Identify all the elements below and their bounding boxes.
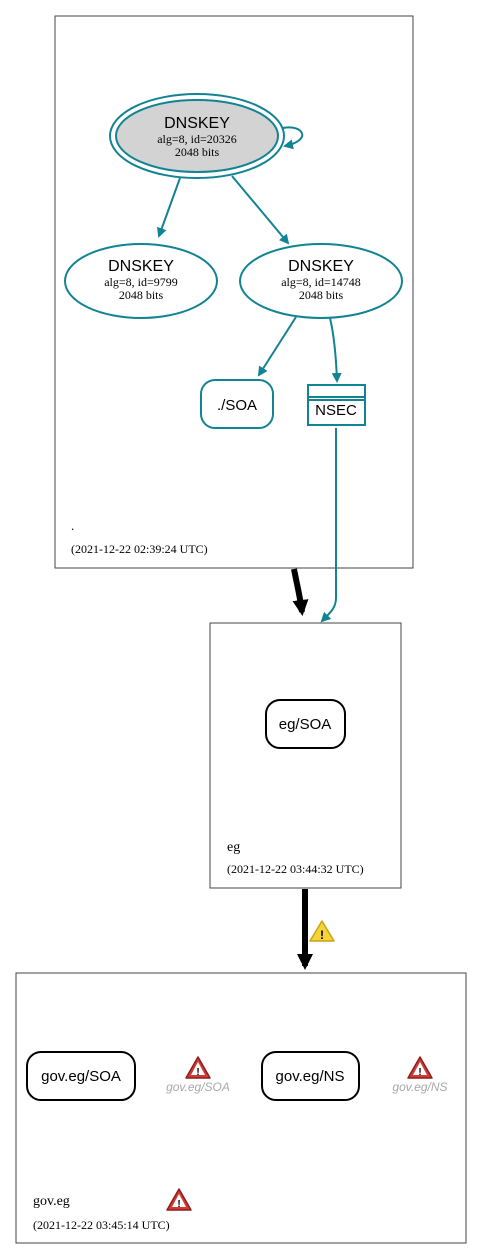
gov-eg-soa-error-icon[interactable]: ! — [185, 1056, 211, 1079]
gov-eg-soa-node[interactable]: gov.eg/SOA — [26, 1051, 136, 1101]
gov-eg-ns-missing-label: gov.eg/NS — [392, 1080, 447, 1094]
svg-text:!: ! — [177, 1199, 180, 1210]
nsec-node[interactable]: NSEC — [307, 384, 366, 426]
root-soa-label: ./SOA — [217, 397, 257, 414]
zsk2-bits: 2048 bits — [299, 288, 344, 302]
zsk2-title: DNSKEY — [288, 258, 354, 275]
zsk1-alg-id: alg=8, id=9799 — [104, 275, 178, 289]
gov-eg-ns-label: gov.eg/NS — [276, 1068, 345, 1085]
ksk-bits: 2048 bits — [175, 145, 220, 159]
root-to-eg-delegation-edge — [291, 568, 309, 616]
zone-eg-box — [209, 622, 402, 889]
eg-soa-label: eg/SOA — [279, 716, 332, 733]
dnskey-zsk-9799-node[interactable]: DNSKEY alg=8, id=9799 2048 bits — [64, 243, 218, 319]
nsec-to-eg-edge — [320, 428, 337, 623]
zsk2-to-soa-edge — [257, 316, 297, 377]
zone-gov-eg-error-icon[interactable]: ! — [166, 1188, 192, 1211]
delegation-warning-icon[interactable]: ! — [309, 920, 335, 942]
dnskey-ksk-node[interactable]: DNSKEY alg=8, id=20326 2048 bits — [109, 93, 285, 179]
zsk2-alg-id: alg=8, id=14748 — [281, 275, 361, 289]
zone-eg-timestamp: (2021-12-22 03:44:32 UTC) — [227, 862, 364, 876]
svg-text:!: ! — [418, 1067, 421, 1078]
zsk1-bits: 2048 bits — [119, 288, 164, 302]
zsk1-title: DNSKEY — [108, 258, 174, 275]
gov-eg-soa-label: gov.eg/SOA — [41, 1068, 121, 1085]
zsk2-to-nsec-edge — [329, 317, 342, 383]
zone-eg-name: eg — [227, 840, 240, 855]
zone-gov-eg-timestamp: (2021-12-22 03:45:14 UTC) — [33, 1218, 170, 1232]
svg-text:!: ! — [196, 1067, 199, 1078]
svg-text:!: ! — [320, 928, 324, 942]
eg-soa-node[interactable]: eg/SOA — [265, 699, 346, 749]
dnskey-zsk-14748-node[interactable]: DNSKEY alg=8, id=14748 2048 bits — [239, 243, 403, 319]
zone-gov-eg-box — [15, 972, 467, 1244]
gov-eg-ns-node[interactable]: gov.eg/NS — [261, 1051, 360, 1101]
gov-eg-soa-missing-label: gov.eg/SOA — [166, 1080, 230, 1094]
ksk-to-zsk2-edge — [231, 175, 290, 245]
ksk-to-zsk1-edge — [157, 177, 181, 238]
root-soa-node[interactable]: ./SOA — [200, 379, 274, 429]
ksk-alg-id: alg=8, id=20326 — [157, 132, 237, 146]
zone-root-name: . — [71, 518, 74, 533]
ksk-self-signature-edge — [282, 126, 304, 150]
zone-root-timestamp: (2021-12-22 02:39:24 UTC) — [71, 542, 208, 556]
ksk-title: DNSKEY — [164, 115, 230, 132]
gov-eg-ns-error-icon[interactable]: ! — [407, 1056, 433, 1079]
zone-gov-eg-name: gov.eg — [33, 1194, 70, 1209]
nsec-label: NSEC — [315, 402, 357, 419]
zone-root-box — [54, 15, 414, 569]
